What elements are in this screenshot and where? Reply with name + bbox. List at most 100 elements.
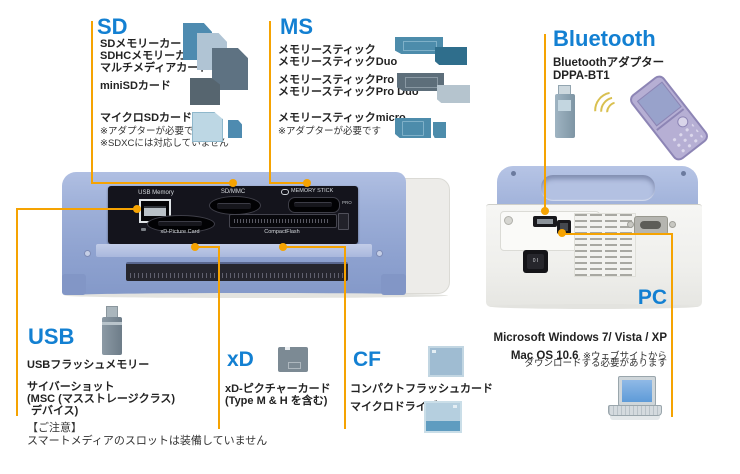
usb-port-tongue (144, 206, 166, 216)
sdhc-card-name: SDHCメモリーカード (100, 50, 209, 62)
memory-stick-label: MEMORY STICK (291, 188, 334, 194)
minisd-card-name: miniSDカード (100, 80, 171, 92)
usb-callout-line (17, 208, 137, 210)
pc-callout-line (671, 233, 673, 417)
ms-callout-line (269, 182, 308, 184)
sd-callout-dot (229, 179, 237, 187)
bluetooth-adapter-name: Bluetoothアダプター (553, 57, 665, 69)
plate-screw-left (504, 216, 513, 225)
usb-flash-name: USBフラッシュメモリー (27, 359, 150, 371)
bluetooth-model: DPPA-BT1 (553, 70, 610, 82)
msc-line1: (MSC (マスストレージクラス) (27, 393, 176, 405)
ms-pro-duo-name: メモリースティックPro Duo (278, 86, 419, 98)
usb-callout-dot (133, 205, 141, 213)
sd-section-title: SD (97, 14, 128, 39)
notice-heading: 【ご注意】 (27, 422, 82, 434)
pc-mac-note: ※ウェブサイトから (583, 351, 667, 362)
minisd-card-icon (190, 78, 220, 105)
sd-callout-line (91, 182, 234, 184)
laptop-screen (618, 376, 656, 406)
cf-eject-button[interactable] (338, 213, 349, 230)
xd-callout-line (195, 246, 220, 248)
power-switch-rocker: 0 I (527, 254, 544, 269)
bluetooth-callout-line (544, 34, 546, 213)
sd-callout-line (91, 21, 93, 184)
ms-adapter-note: ※アダプターが必要です (278, 126, 381, 137)
xd-callout-dot (191, 243, 199, 251)
microsd-card-icon (228, 120, 242, 138)
sdxc-note: ※SDXCには対応していません (100, 138, 229, 149)
cf-card-name: コンパクトフラッシュカード (350, 383, 493, 395)
ms-duo-name: メモリースティックDuo (278, 56, 398, 68)
microdrive-notch (453, 405, 457, 408)
vga-connector-inner (640, 221, 661, 229)
cf-section-title: CF (353, 348, 381, 371)
xd-picture-card-label: xD-Picture Card (160, 229, 200, 235)
pc-section-title: PC (637, 286, 667, 309)
xd-card-icon (278, 347, 308, 372)
front-hinge-right (376, 250, 383, 257)
pc-usb-port-inner (560, 223, 568, 231)
paper-output-slot (126, 262, 348, 281)
pc-windows-text: Microsoft Windows 7/ Vista / XP (493, 332, 668, 344)
memory-stick-micro-inner (402, 121, 424, 136)
sd-mmc-label: SD/MMC (220, 189, 246, 195)
output-slot-teeth (130, 273, 344, 278)
memory-stick-pro-inner (405, 77, 438, 88)
vga-screw-right (669, 221, 676, 228)
memory-stick-micro-icon (395, 118, 431, 138)
front-hinge-left (84, 250, 91, 257)
memory-stick-logo-icon (281, 188, 289, 195)
sd-adapter-note: ※アダプターが必要です (100, 126, 203, 137)
dongle-window (558, 100, 571, 111)
bluetooth-usb-port[interactable] (533, 216, 557, 227)
xd-type-note: (Type M & H を含む) (225, 395, 328, 407)
msc-line2: デバイス) (31, 405, 79, 417)
dongle-body (555, 94, 575, 138)
power-switch[interactable]: 0 I (523, 250, 548, 273)
ms-name: メモリースティック (278, 44, 376, 56)
pc-mac-text: Mac OS 10.6 (510, 350, 579, 362)
pc-callout-dot (558, 229, 566, 237)
notice-text: スマートメディアのスロットは装備していません (27, 435, 268, 447)
memory-stick-inner (403, 41, 437, 51)
pc-callout-line (562, 233, 673, 235)
sd-card-name: SDメモリーカード (100, 38, 193, 50)
vga-screw-left (627, 221, 634, 228)
pc-download-note: ダウンロードする必要があります (524, 358, 667, 369)
memory-stick-pro-duo-icon (437, 85, 470, 103)
usb-section-title: USB (28, 324, 75, 349)
ms-pro-label: PRO (342, 200, 352, 205)
flash-body (102, 317, 122, 355)
microsd-adapter-icon (192, 112, 223, 142)
xd-card-notch (285, 347, 290, 350)
xd-card-contact (288, 362, 301, 369)
compactflash-label: CompactFlash (264, 229, 300, 235)
xd-card-name: xD-ピクチャーカード (225, 383, 331, 395)
cf-slot[interactable] (229, 214, 337, 228)
memory-stick-duo-icon (435, 47, 467, 65)
bluetooth-section-title: Bluetooth (553, 26, 656, 51)
ms-slot-slit (294, 202, 332, 207)
ms-callout-line (269, 21, 271, 184)
ms-section-title: MS (280, 14, 313, 39)
bluetooth-callout-dot (541, 207, 549, 215)
laptop-display (622, 380, 652, 402)
flash-band (102, 322, 122, 325)
cf-callout-line (344, 246, 346, 429)
usb-memory-label: USB Memory (138, 190, 174, 196)
cf-callout-line (283, 246, 346, 248)
back-handle[interactable] (541, 175, 655, 201)
bluetooth-usb-port-tongue (537, 219, 553, 224)
back-shadow (490, 304, 698, 309)
laptop-front-edge (610, 416, 660, 420)
xd-slot-slit (158, 221, 202, 226)
vent-grille (574, 213, 636, 277)
cf-card-notch (432, 350, 436, 353)
memory-stick-icon (395, 37, 443, 54)
microsd-card-name: マイクロSDカード (100, 112, 193, 124)
pc-mac-line: Mac OS 10.6 ※ウェブサイトから (511, 346, 667, 364)
